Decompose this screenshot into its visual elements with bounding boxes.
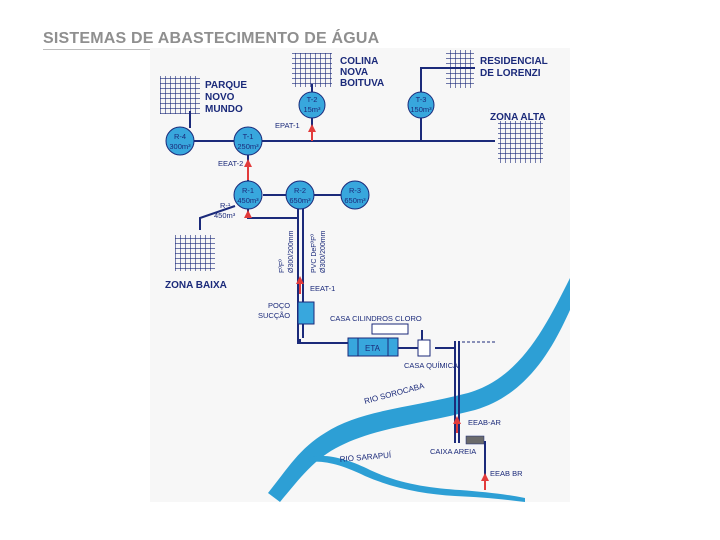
grid-parque-novo-mundo [160, 76, 200, 114]
reservoir-r1: R-1 450m³ [233, 180, 263, 210]
water-supply-diagram: PARQUE NOVO MUNDO COLINA NOVA BOITUVA RE… [150, 48, 570, 502]
label-boituva: BOITUVA [340, 78, 384, 89]
label-parque: PARQUE [205, 80, 247, 91]
reservoir-t2: T-2 15m³ [298, 91, 326, 119]
t3-cap: 150m³ [410, 105, 432, 114]
label-casa-cilindros: CASA CILINDROS CLORO [330, 314, 422, 323]
t3-id: T-3 [416, 95, 427, 104]
label-eta: ETA [365, 344, 381, 353]
label-pipe-fofo-a: FºFº [279, 259, 286, 273]
label-casa-quimica: CASA QUÍMICA [404, 361, 458, 370]
reservoir-r4: R-4 300m³ [165, 126, 195, 156]
grid-colina-nova-boituva [292, 53, 332, 87]
arrow-eeat2 [244, 159, 252, 167]
slide-title: SISTEMAS DE ABASTECIMENTO DE ÁGUA [43, 30, 380, 47]
casa-quimica-box [417, 339, 431, 357]
label-eeab-br: EEAB BR [490, 469, 523, 478]
r2-cap: 650m³ [289, 196, 311, 205]
grid-residencial-de-lorenzi [446, 50, 474, 88]
grid-zona-alta [498, 121, 543, 163]
eta-box: ETA [347, 337, 399, 357]
river-sorocaba [268, 278, 570, 502]
label-nova: NOVA [340, 67, 368, 78]
r3-id: R-3 [349, 186, 361, 195]
poco-succao-box [297, 301, 315, 325]
label-zona-baixa: ZONA BAIXA [165, 280, 227, 291]
label-eeat1: EEAT-1 [310, 284, 335, 293]
label-de-lorenzi: DE LORENZI [480, 68, 541, 79]
label-zona-alta: ZONA ALTA [490, 112, 546, 123]
label-poco: POÇO [268, 301, 290, 310]
arrow-r1-branch [244, 210, 252, 218]
label-pipe-pvc-a: PVC DeFºFº [311, 234, 318, 273]
reservoir-r2: R-2 650m³ [285, 180, 315, 210]
label-caixa-areia: CAIXA AREIA [430, 447, 476, 456]
r1-id: R-1 [242, 186, 254, 195]
r2-id: R-2 [294, 186, 306, 195]
casa-cilindros-box [371, 323, 409, 335]
r4-id: R-4 [174, 132, 186, 141]
reservoir-t3: T-3 150m³ [407, 91, 435, 119]
label-succao: SUCÇÃO [258, 311, 290, 320]
label-novo: NOVO [205, 92, 235, 103]
label-residencial: RESIDENCIAL [480, 56, 548, 67]
r3-cap: 650m³ [344, 196, 366, 205]
t1-id: T-1 [243, 132, 254, 141]
r4-cap: 300m³ [169, 142, 191, 151]
r1-cap: 450m³ [237, 196, 259, 205]
reservoir-t1: T-1 250m³ [233, 126, 263, 156]
diagram-canvas: PARQUE NOVO MUNDO COLINA NOVA BOITUVA RE… [150, 48, 570, 502]
label-pipe-pvc-b: Ø300/200mm [320, 230, 327, 273]
river-sarapui [308, 455, 525, 502]
arrow-eeab-br [481, 473, 489, 481]
label-colina: COLINA [340, 56, 378, 67]
label-eeab-ar: EEAB-AR [468, 418, 502, 427]
pump-arrows [244, 124, 489, 490]
label-mundo: MUNDO [205, 104, 243, 115]
label-eeat2: EEAT-2 [218, 159, 243, 168]
t1-cap: 250m³ [237, 142, 259, 151]
t2-cap: 15m³ [303, 105, 321, 114]
caixa-areia-box [465, 435, 485, 445]
t2-id: T-2 [307, 95, 318, 104]
label-epat1: EPAT-1 [275, 121, 300, 130]
label-pipe-fofo-b: Ø300/200mm [288, 230, 295, 273]
arrow-epat1 [308, 124, 316, 132]
grid-zona-baixa [175, 235, 215, 271]
arrow-eeat1 [296, 276, 304, 284]
arrow-eeab-ar [453, 416, 461, 424]
label-r1-side-id: R-¹ [220, 201, 231, 210]
reservoir-r3: R-3 650m³ [340, 180, 370, 210]
label-r1-side-cap: 450m³ [214, 211, 236, 220]
